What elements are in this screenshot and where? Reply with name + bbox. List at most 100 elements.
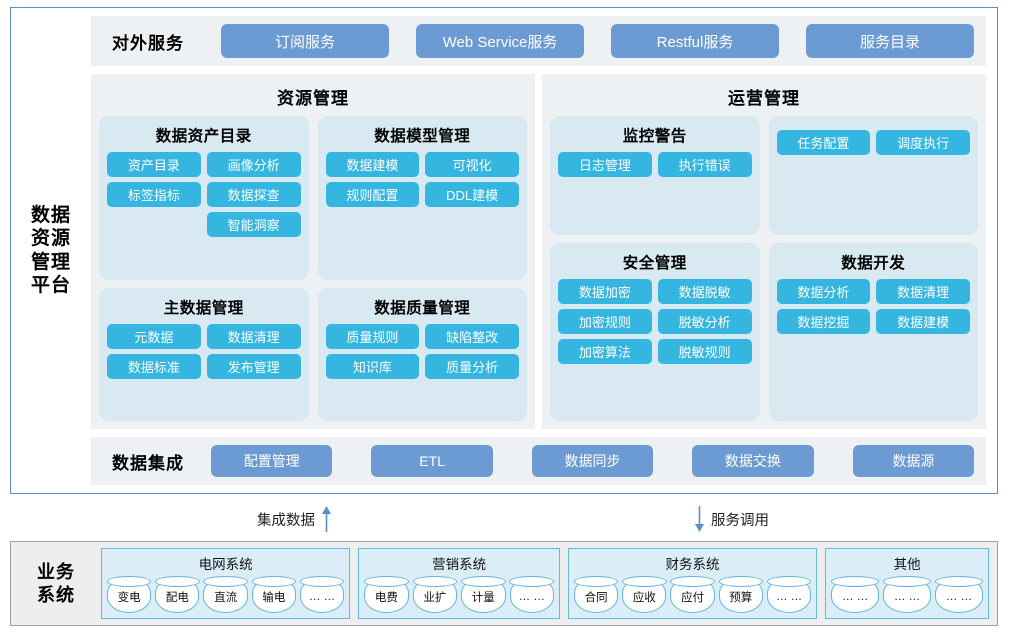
database-node[interactable]: … …: [831, 576, 880, 613]
database-node-label: 变电: [117, 592, 141, 604]
chip[interactable]: 知识库: [325, 353, 420, 379]
data-integration-title: 数据集成: [112, 453, 184, 473]
chip[interactable]: 数据挖掘: [776, 308, 871, 334]
chip[interactable]: 数据清理: [876, 278, 970, 304]
external-service-button[interactable]: 服务目录: [806, 24, 974, 58]
database-node[interactable]: 业扩: [412, 576, 458, 613]
business-group-title: 营销系统: [432, 557, 487, 572]
database-node[interactable]: 配电: [155, 576, 200, 613]
data-integration-button[interactable]: 数据交换: [692, 445, 814, 477]
panel-card-grid: 监控警告 日志管理 执行错误 任务配置 调度执行: [550, 116, 978, 421]
chip[interactable]: 数据建模: [876, 308, 970, 334]
database-node[interactable]: 电费: [364, 576, 410, 613]
database-node-label: 配电: [165, 592, 189, 604]
connector-service-call: 服务调用: [694, 506, 769, 532]
business-group-title: 财务系统: [665, 557, 720, 572]
database-node[interactable]: 变电: [106, 576, 152, 613]
database-node-label: 预算: [729, 592, 753, 604]
database-node[interactable]: 直流: [203, 576, 249, 613]
chip[interactable]: 标签指标: [107, 182, 201, 207]
business-systems-title-line: 系统: [37, 584, 75, 605]
database-node-label: 直流: [214, 592, 238, 604]
platform-title-line: 资源: [30, 228, 71, 250]
chip[interactable]: DDL建模: [425, 182, 519, 207]
database-node[interactable]: … …: [299, 576, 345, 613]
chip[interactable]: 脱敏规则: [657, 338, 752, 364]
database-node-label: … …: [308, 591, 336, 603]
chip[interactable]: 数据加密: [558, 278, 652, 304]
panel-card-grid: 数据资产目录 资产目录 画像分析 标签指标 数据探查 智能洞察 数据模型管理: [99, 116, 527, 421]
database-node[interactable]: 合同: [573, 576, 619, 613]
card-security-management: 安全管理 数据加密 数据脱敏 加密规则 脱敏分析 加密算法 脱敏规则: [550, 242, 760, 421]
database-node[interactable]: … …: [934, 576, 984, 613]
card-title: 主数据管理: [163, 299, 244, 317]
chip[interactable]: 缺陷整改: [425, 323, 519, 349]
chip[interactable]: 调度执行: [876, 130, 970, 155]
arrow-down-icon: [694, 506, 705, 532]
connector-label: 集成数据: [257, 512, 315, 529]
database-node-label: … …: [775, 591, 803, 603]
chip[interactable]: 数据脱敏: [657, 278, 752, 304]
chip[interactable]: 质量分析: [425, 353, 519, 379]
chip[interactable]: 数据清理: [206, 323, 301, 349]
business-group-finance: 财务系统 合同 应收 应付 预算 … …: [567, 548, 818, 619]
platform-title-line: 平台: [30, 274, 71, 296]
database-node[interactable]: … …: [883, 576, 932, 613]
database-node[interactable]: … …: [509, 576, 555, 613]
node-list: … … … … … …: [831, 575, 984, 614]
business-group-other: 其他 … … … … … …: [825, 548, 989, 619]
chip[interactable]: 画像分析: [206, 152, 301, 177]
external-services-title: 对外服务: [112, 33, 184, 53]
business-system-groups: 电网系统 变电 配电 直流 输电 … … 营销系统 电费 业扩 计量 … … 财…: [101, 548, 989, 619]
card-title: 数据资产目录: [155, 128, 252, 145]
database-node[interactable]: 应收: [622, 576, 667, 613]
data-integration-button[interactable]: 配置管理: [211, 445, 333, 477]
data-resource-platform: 数据 资源 管理 平台 对外服务 订阅服务 Web Service服务 Rest…: [10, 7, 998, 494]
chip[interactable]: 质量规则: [325, 323, 420, 349]
chip[interactable]: 规则配置: [325, 182, 420, 207]
card-title: 数据开发: [841, 254, 906, 272]
data-integration-button[interactable]: 数据同步: [531, 445, 654, 477]
database-node[interactable]: 计量: [460, 576, 507, 613]
chip-grid: 数据建模 可视化 规则配置 DDL建模: [325, 152, 519, 207]
database-node[interactable]: 输电: [251, 576, 297, 613]
data-integration-button[interactable]: ETL: [371, 445, 493, 477]
arrow-up-icon: [321, 506, 332, 532]
external-service-button[interactable]: Restful服务: [611, 24, 779, 58]
chip[interactable]: 日志管理: [558, 152, 652, 177]
database-node-label: 合同: [584, 592, 608, 604]
database-node[interactable]: … …: [766, 576, 812, 613]
chip-grid: 数据加密 数据脱敏 加密规则 脱敏分析 加密算法 脱敏规则: [558, 278, 752, 364]
database-node-label: … …: [893, 591, 921, 603]
chip[interactable]: 发布管理: [206, 353, 301, 379]
chip[interactable]: 数据标准: [107, 353, 201, 379]
database-node-label: … …: [842, 591, 869, 603]
platform-title-line: 管理: [30, 251, 71, 273]
business-group-grid: 电网系统 变电 配电 直流 输电 … …: [101, 548, 351, 619]
database-node[interactable]: 应付: [670, 576, 716, 613]
chip[interactable]: 可视化: [425, 152, 519, 177]
chip[interactable]: 元数据: [107, 323, 201, 349]
chip[interactable]: 任务配置: [776, 130, 871, 155]
chip[interactable]: 数据探查: [206, 182, 301, 207]
chip[interactable]: 脱敏分析: [657, 308, 752, 334]
card-title: 数据模型管理: [374, 128, 471, 145]
card-data-development: 数据开发 数据分析 数据清理 数据挖掘 数据建模: [768, 242, 978, 421]
external-service-button[interactable]: Web Service服务: [416, 24, 584, 58]
chip[interactable]: 加密算法: [558, 338, 652, 364]
database-node-label: 应收: [632, 592, 656, 604]
card-data-quality-management: 数据质量管理 质量规则 缺陷整改 知识库 质量分析: [317, 287, 527, 421]
card-title: 数据质量管理: [374, 299, 471, 317]
database-node[interactable]: 预算: [718, 576, 764, 613]
chip[interactable]: 智能洞察: [206, 212, 301, 237]
chip-grid: 任务配置 调度执行: [776, 130, 970, 155]
chip[interactable]: 执行错误: [657, 152, 752, 177]
chip[interactable]: 数据建模: [325, 152, 420, 177]
node-list: 变电 配电 直流 输电 … …: [106, 575, 345, 614]
data-integration-button[interactable]: 数据源: [852, 445, 975, 477]
chip[interactable]: 资产目录: [107, 152, 201, 177]
external-service-button[interactable]: 订阅服务: [221, 24, 389, 58]
chip[interactable]: 数据分析: [776, 278, 871, 304]
chip[interactable]: 加密规则: [558, 308, 652, 334]
database-node-label: 电费: [374, 592, 398, 604]
